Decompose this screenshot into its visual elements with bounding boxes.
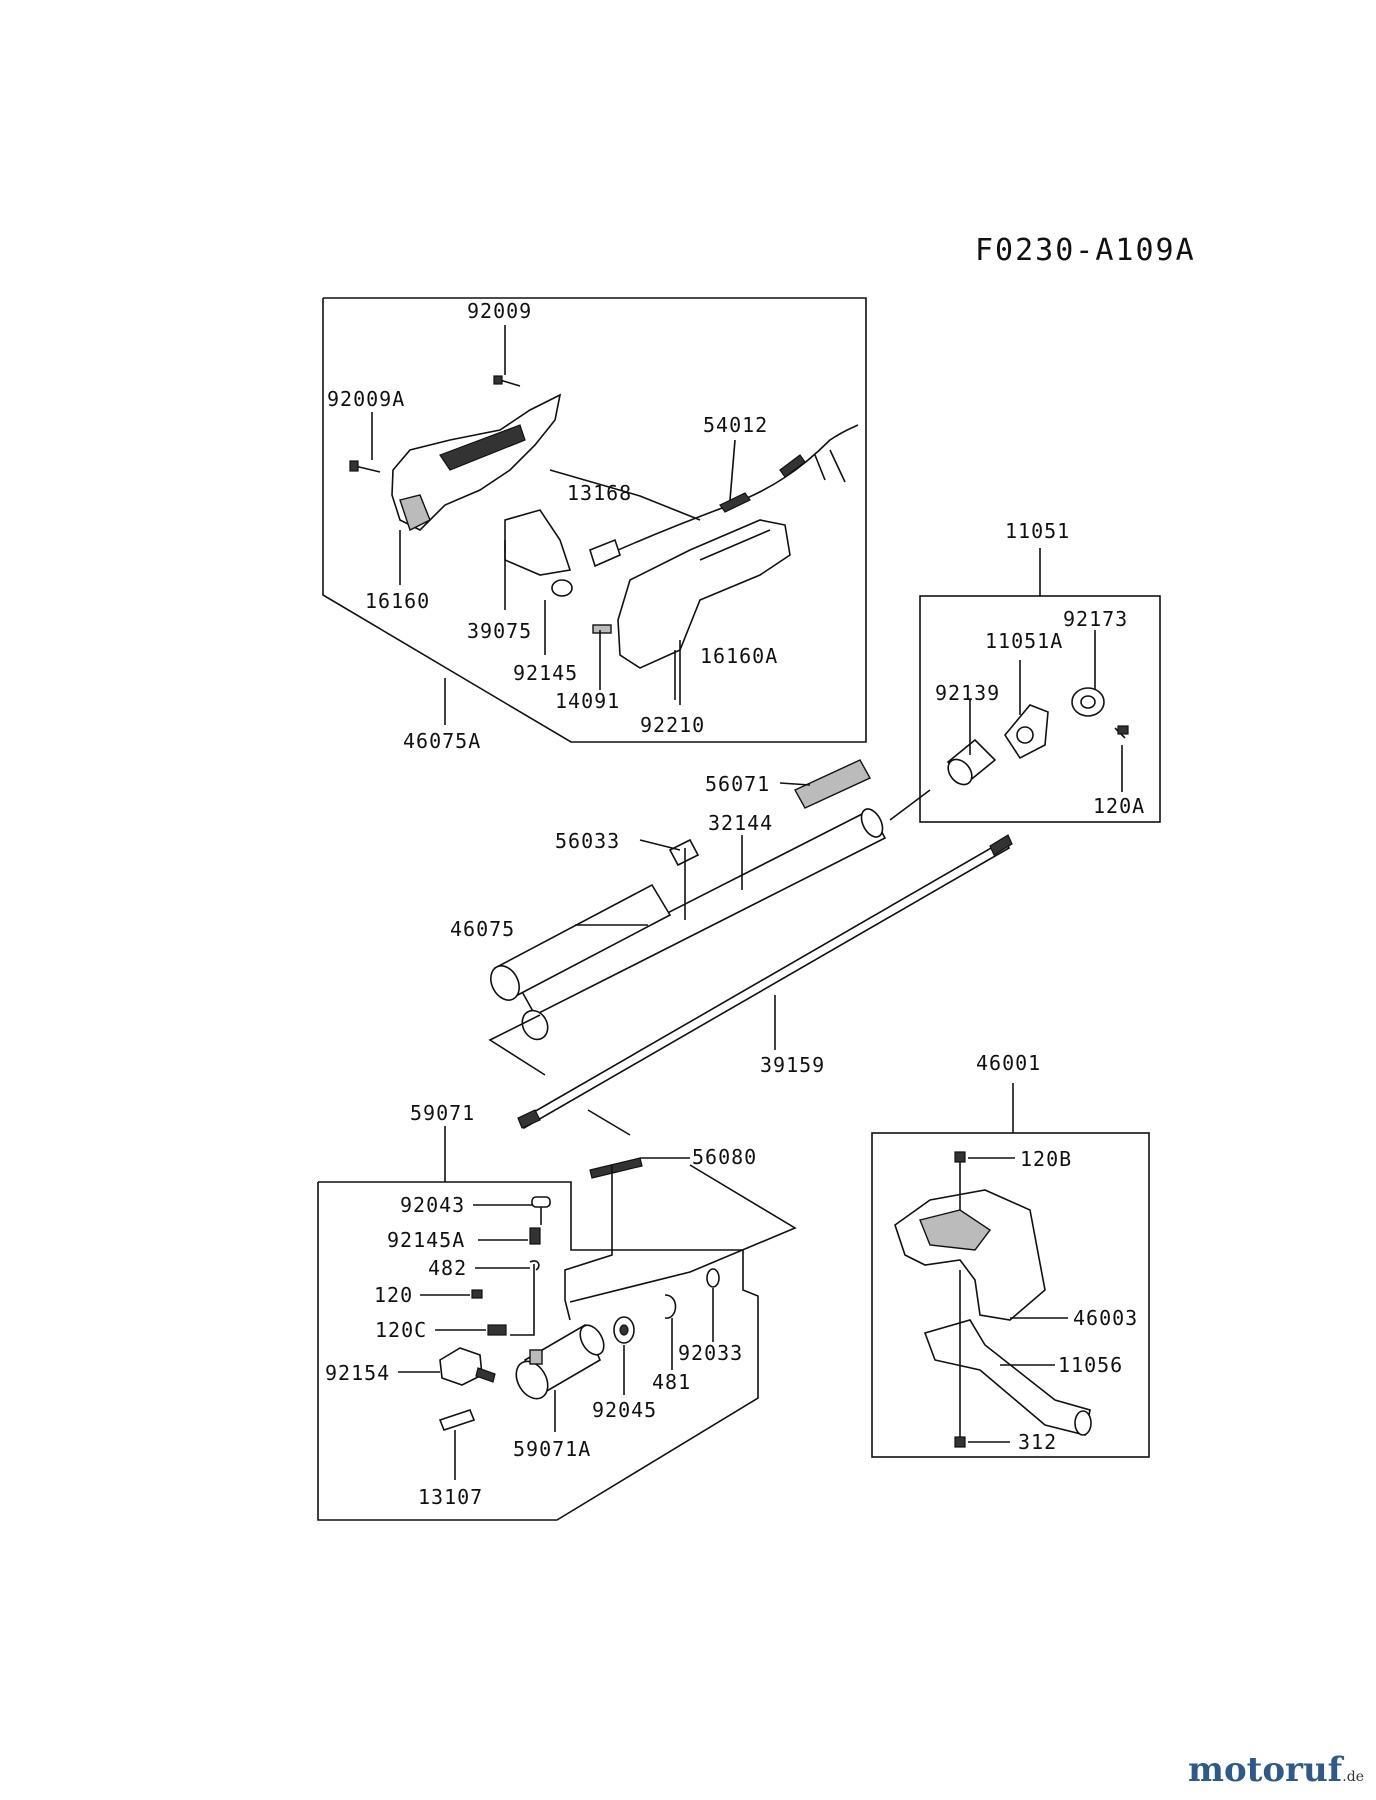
circlip-481 <box>664 1294 677 1319</box>
part-label: 120B <box>1020 1147 1072 1171</box>
grip-sleeve-46075 <box>490 883 672 1001</box>
part-label: 14091 <box>555 689 620 713</box>
nut-312 <box>954 1436 966 1448</box>
part-label: 92210 <box>640 713 705 737</box>
part-label: 56071 <box>705 772 770 796</box>
oring-92033 <box>706 1268 720 1288</box>
part-label: 120 <box>374 1283 413 1307</box>
part-label: 92139 <box>935 681 1000 705</box>
part-label: 92145A <box>387 1228 465 1252</box>
connector-shaft <box>587 1109 631 1136</box>
handle-bracket-11056 <box>923 1319 1092 1436</box>
handle-housing-left <box>391 393 573 597</box>
part-label: 13107 <box>418 1485 483 1509</box>
spring-92145a <box>529 1227 541 1245</box>
circlip-482 <box>529 1260 540 1271</box>
part-label: 39075 <box>467 619 532 643</box>
diagram-code: F0230-A109A <box>975 233 1196 268</box>
part-label: 11051A <box>985 629 1063 653</box>
bolt-120b <box>954 1151 966 1210</box>
screw-120 <box>471 1289 483 1299</box>
part-label: 92009 <box>467 299 532 323</box>
part-label: 11056 <box>1058 1353 1123 1377</box>
lower-pipe <box>521 1009 549 1041</box>
connector-pipe <box>488 1014 546 1076</box>
bearing-92045 <box>613 1316 635 1344</box>
part-label: 92043 <box>400 1193 465 1217</box>
part-label: 59071A <box>513 1437 591 1461</box>
part-label: 92145 <box>513 661 578 685</box>
connector-56080 <box>569 1164 797 1303</box>
part-label: 32144 <box>708 811 773 835</box>
part-label: 92009A <box>327 387 405 411</box>
part-label: 56080 <box>692 1145 757 1169</box>
knob-92154 <box>439 1347 496 1386</box>
watermark-brand: motoruf <box>1188 1750 1343 1790</box>
drive-shaft-39159 <box>517 834 1013 1130</box>
leader-13168 <box>549 469 701 521</box>
connector-11051 <box>889 789 931 821</box>
part-label: 46001 <box>976 1051 1041 1075</box>
clamp-11051a <box>1004 704 1049 760</box>
part-label: 56033 <box>555 829 620 853</box>
leader-54012 <box>729 439 736 501</box>
part-label: 46075A <box>403 729 481 753</box>
bolt-92043 <box>531 1196 551 1225</box>
part-label: 482 <box>428 1256 467 1280</box>
decal-56080 <box>589 1157 643 1179</box>
pin-13107 <box>438 1409 476 1431</box>
bolt-120a <box>1114 725 1129 739</box>
part-label: 92154 <box>325 1361 390 1385</box>
part-label: 120C <box>375 1318 427 1342</box>
part-label: 120A <box>1093 794 1145 818</box>
screw-120c <box>487 1324 507 1336</box>
leader-56071 <box>779 782 811 786</box>
group-box-46001 <box>871 1132 1150 1458</box>
main-pipe-32144 <box>518 808 887 1017</box>
part-label: 54012 <box>703 413 768 437</box>
part-label: 481 <box>652 1370 691 1394</box>
part-label: 13168 <box>567 481 632 505</box>
part-label: 46003 <box>1073 1306 1138 1330</box>
leader-56080a <box>564 1165 613 1321</box>
connector-482 <box>510 1264 535 1336</box>
part-label: 312 <box>1018 1430 1057 1454</box>
handlebar-46003 <box>894 1189 1046 1321</box>
clip-56033 <box>668 838 700 867</box>
handle-housing-right <box>592 519 791 669</box>
screw-92009 <box>493 375 521 387</box>
part-label: 16160A <box>700 644 778 668</box>
clamp-92173 <box>1071 687 1105 717</box>
part-label: 39159 <box>760 1053 825 1077</box>
watermark-tld: .de <box>1342 1769 1364 1785</box>
part-label: 16160 <box>365 589 430 613</box>
group-box-59071 <box>317 1181 759 1521</box>
part-label: 59071 <box>410 1101 475 1125</box>
part-label: 92045 <box>592 1398 657 1422</box>
throttle-cable <box>589 424 859 568</box>
part-label: 11051 <box>1005 519 1070 543</box>
part-label: 46075 <box>450 917 515 941</box>
watermark-logo: motoruf.de <box>1188 1750 1364 1790</box>
part-label: 92173 <box>1063 607 1128 631</box>
leader-56033 <box>639 839 681 851</box>
screw-92009a <box>349 460 381 473</box>
sleeve-92139 <box>946 738 997 786</box>
label-plate-56071 <box>794 759 871 809</box>
part-label: 92033 <box>678 1341 743 1365</box>
clamp-body-59071a <box>515 1323 605 1400</box>
group-box-46075a <box>322 297 867 743</box>
